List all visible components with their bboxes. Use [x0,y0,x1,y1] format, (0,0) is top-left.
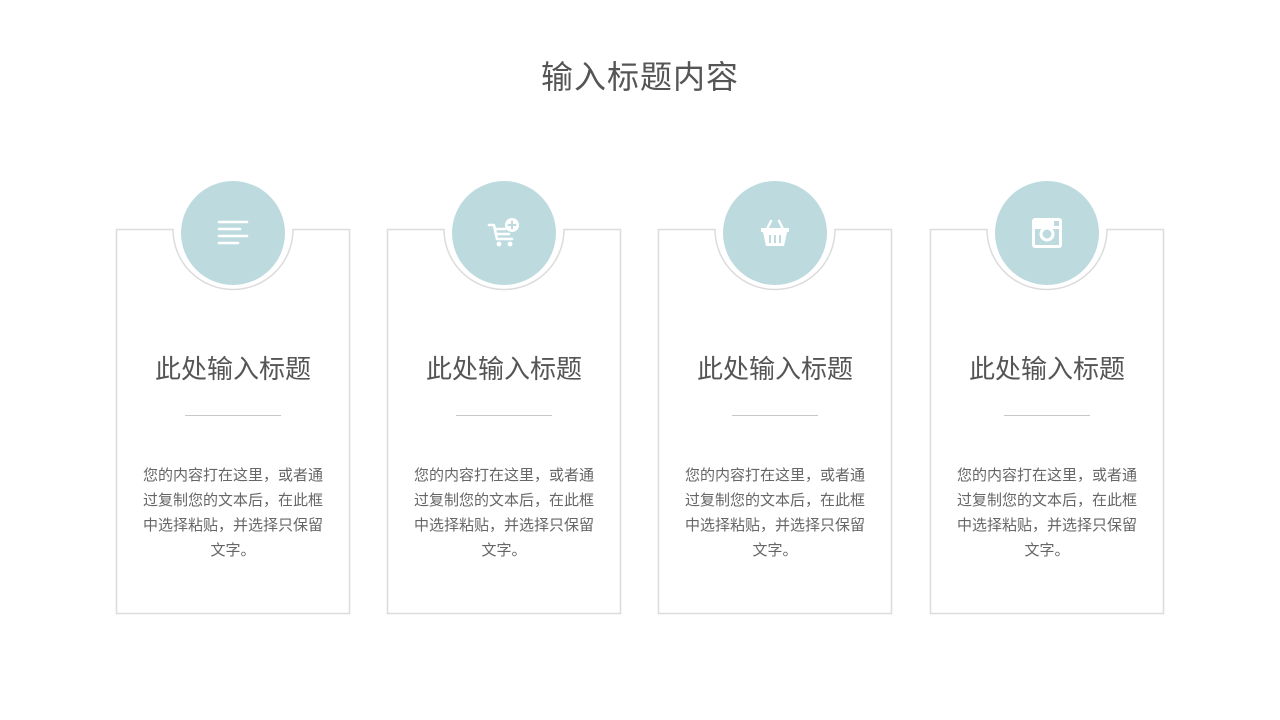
card-frame [929,228,1165,615]
divider [732,415,818,416]
card-body: 您的内容打在这里，或者通过复制您的文本后，在此框中选择粘贴，并选择只保留文字。 [413,466,594,559]
text-align-left-icon [217,220,249,245]
card-frame [386,228,622,615]
card-body: 您的内容打在这里，或者通过复制您的文本后，在此框中选择粘贴，并选择只保留文字。 [142,466,323,559]
icon-circle [995,181,1099,285]
divider [1004,415,1090,416]
icon-circle [723,181,827,285]
basket-icon [761,219,789,246]
card-body: 您的内容打在这里，或者通过复制您的文本后，在此框中选择粘贴，并选择只保留文字。 [956,466,1137,559]
card-1: 此处输入标题 您的内容打在这里，或者通过复制您的文本后，在此框中选择粘贴，并选择… [115,181,351,615]
icon-circle [452,181,556,285]
card-body: 您的内容打在这里，或者通过复制您的文本后，在此框中选择粘贴，并选择只保留文字。 [684,466,865,559]
divider [185,415,281,416]
card-title: 此处输入标题 [425,355,582,385]
card-title: 此处输入标题 [968,355,1125,385]
card-2: 此处输入标题 您的内容打在这里，或者通过复制您的文本后，在此框中选择粘贴，并选择… [386,181,622,615]
card-title: 此处输入标题 [696,355,853,385]
card-frame [115,228,351,615]
cart-add-icon [487,218,519,247]
card-3: 此处输入标题 您的内容打在这里，或者通过复制您的文本后，在此框中选择粘贴，并选择… [657,181,893,615]
page-title: 输入标题内容 [540,58,739,96]
card-frame [657,228,893,615]
divider [456,415,552,416]
card-4: 此处输入标题 您的内容打在这里，或者通过复制您的文本后，在此框中选择粘贴，并选择… [929,181,1165,615]
instagram-icon [1032,218,1062,248]
card-title: 此处输入标题 [154,355,311,385]
icon-circle [181,181,285,285]
